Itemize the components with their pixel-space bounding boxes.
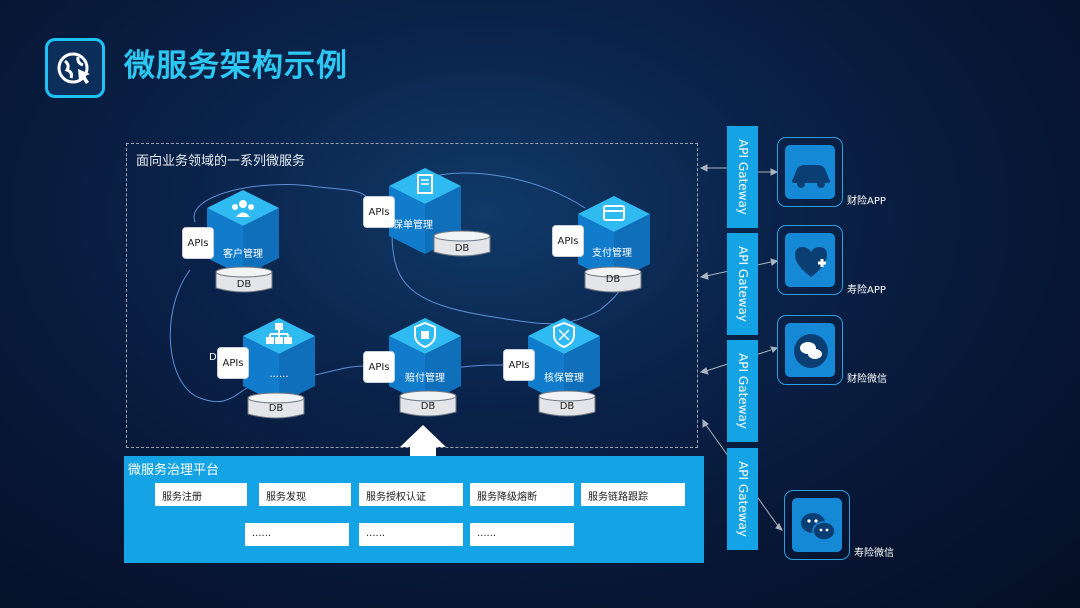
wechat-icon xyxy=(801,513,836,541)
cube-shape xyxy=(243,318,315,404)
api-gateway-1[interactable]: API Gateway xyxy=(727,126,758,228)
api-badge[interactable]: APIs xyxy=(552,225,584,257)
api-badge[interactable]: APIs xyxy=(503,349,535,381)
service-underwriting: 核保管理 DB xyxy=(528,318,600,426)
client-label: 寿险微信 xyxy=(854,548,894,559)
api-gateway-4[interactable]: API Gateway xyxy=(727,448,758,550)
gov-item-more[interactable]: ...... xyxy=(245,523,349,546)
api-badge[interactable]: APIs xyxy=(363,196,395,228)
gov-item-degrade[interactable]: 服务降级熔断 xyxy=(470,483,574,506)
car-icon xyxy=(792,165,830,188)
service-more: ...... DB xyxy=(243,318,315,426)
db-label: DB xyxy=(454,243,470,254)
org-chart-icon xyxy=(267,324,291,343)
gov-item-more[interactable]: ...... xyxy=(359,523,463,546)
db-label: DB xyxy=(268,403,284,414)
api-gateway-2[interactable]: API Gateway xyxy=(727,233,758,335)
payment-card-icon xyxy=(604,206,624,220)
client-life-wechat[interactable] xyxy=(784,490,850,560)
policy-document-icon xyxy=(417,174,433,194)
stray-label: D xyxy=(209,352,217,363)
underwriting-icon xyxy=(554,323,574,347)
logo-globe-icon xyxy=(45,38,105,98)
service-payment: 支付管理 DB xyxy=(578,196,650,304)
service-claims: 赔付管理 DB xyxy=(389,318,461,426)
service-name: 核保管理 xyxy=(544,373,584,384)
client-label: 财险微信 xyxy=(847,374,887,385)
gov-item-register[interactable]: 服务注册 xyxy=(155,483,247,506)
api-badge[interactable]: APIs xyxy=(182,227,214,259)
gov-item-more[interactable]: ...... xyxy=(470,523,574,546)
shield-claim-icon xyxy=(415,323,435,347)
gateway-label: API Gateway xyxy=(735,353,750,429)
cube-shape xyxy=(528,318,600,404)
cube-shape xyxy=(207,190,279,276)
gov-item-auth[interactable]: 服务授权认证 xyxy=(359,483,463,506)
service-name: 客户管理 xyxy=(223,249,263,260)
client-property-wechat[interactable] xyxy=(777,315,843,385)
client-life-app[interactable] xyxy=(777,225,843,295)
db-label: DB xyxy=(420,401,436,412)
users-icon xyxy=(233,198,253,216)
page-title: 微服务架构示例 xyxy=(124,48,348,84)
service-name: 保单管理 xyxy=(393,220,433,231)
service-name: 支付管理 xyxy=(592,248,632,259)
db-label: DB xyxy=(236,279,252,290)
governance-title: 微服务治理平台 xyxy=(128,463,220,478)
client-property-app[interactable] xyxy=(777,137,843,207)
cube-shape xyxy=(389,318,461,404)
db-label: DB xyxy=(559,401,575,412)
service-customer: 客户管理 DB xyxy=(207,190,279,298)
service-name: 赔付管理 xyxy=(405,373,445,384)
heart-plus-icon xyxy=(795,247,827,277)
db-cylinder xyxy=(584,266,642,293)
gateway-label: API Gateway xyxy=(735,246,750,322)
domain-label: 面向业务领域的一系列微服务 xyxy=(136,154,306,169)
gateway-label: API Gateway xyxy=(735,139,750,215)
gov-item-tracing[interactable]: 服务链路跟踪 xyxy=(581,483,685,506)
db-cylinder xyxy=(433,230,491,257)
service-name: ...... xyxy=(269,369,289,380)
db-cylinder xyxy=(538,390,596,417)
db-label: DB xyxy=(605,274,621,285)
gov-item-discovery[interactable]: 服务发现 xyxy=(259,483,351,506)
cube-shape xyxy=(578,196,650,282)
api-gateway-3[interactable]: API Gateway xyxy=(727,340,758,442)
api-badge[interactable]: APIs xyxy=(363,351,395,383)
client-label: 寿险APP xyxy=(847,285,886,296)
gateway-label: API Gateway xyxy=(735,461,750,537)
wechat-icon xyxy=(794,334,828,368)
service-policy: 保单管理 DB xyxy=(389,168,491,276)
client-label: 财险APP xyxy=(847,196,886,207)
db-cylinder xyxy=(215,266,273,293)
db-cylinder xyxy=(247,392,305,419)
db-cylinder xyxy=(399,390,457,417)
api-badge[interactable]: APIs xyxy=(217,347,249,379)
